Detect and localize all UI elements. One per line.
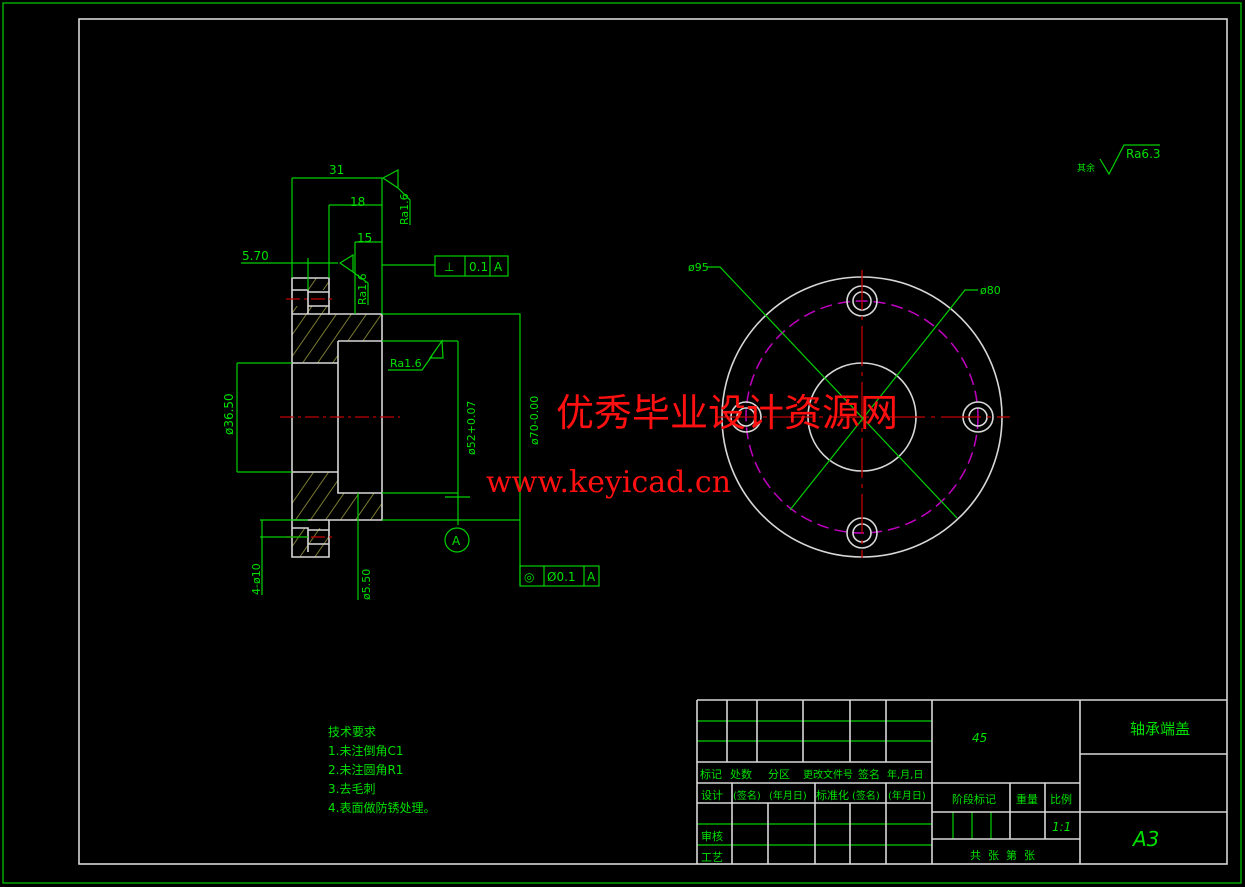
dim-80: ø80 <box>980 284 1001 297</box>
roughness-symbol <box>381 169 411 225</box>
sheet-count: 共 张 第 张 <box>970 848 1035 862</box>
end-view: ø95 ø80 <box>688 261 1010 558</box>
header-change-doc: 更改文件号 <box>803 768 853 781</box>
dim-36-50: ø36.50 <box>222 393 236 435</box>
scale-label: 比例 <box>1050 792 1072 806</box>
stage-mark-label: 阶段标记 <box>952 792 996 806</box>
dimension-lines <box>236 177 521 600</box>
standardization-date: (年月日) <box>888 789 926 802</box>
dim-31: 31 <box>329 163 344 177</box>
dim-70: ø70-0.00 <box>528 396 541 445</box>
material: 45 <box>972 731 987 745</box>
design-date: (年月日) <box>769 789 807 802</box>
dim-95: ø95 <box>688 261 709 274</box>
roughness-symbol <box>338 253 369 305</box>
review-label: 审核 <box>701 829 723 843</box>
sheet-size: A3 <box>1131 827 1159 851</box>
notes-title: 技术要求 <box>328 725 376 739</box>
datum-circle <box>444 527 470 553</box>
datum-label: A <box>452 534 461 548</box>
part-name: 轴承端盖 <box>1130 720 1190 738</box>
perp-datum: A <box>494 260 503 274</box>
header-date: 年,月,日 <box>887 768 923 781</box>
watermark: 优秀毕业设计资源网 www.keyicad.cn <box>486 391 898 500</box>
perp-symbol: ⊥ <box>444 260 454 274</box>
inner-frame <box>78 18 1228 865</box>
watermark-url: www.keyicad.cn <box>486 465 731 500</box>
technical-notes: 技术要求 1.未注倒角C1 2.未注圆角R1 3.去毛刺 4.表面做防锈处理。 <box>328 725 435 815</box>
conc-datum: A <box>587 570 596 584</box>
watermark-title: 优秀毕业设计资源网 <box>556 391 898 435</box>
conc-value: Ø0.1 <box>547 570 576 584</box>
header-count: 处数 <box>730 768 752 781</box>
dim-5-70: 5.70 <box>242 249 269 263</box>
perp-value: 0.1 <box>469 260 488 274</box>
conc-symbol: ◎ <box>524 570 534 584</box>
weight-label: 重量 <box>1016 792 1038 806</box>
title-block: 标记 处数 分区 更改文件号 签名 年,月,日 设计 (签名) (年月日) 标准… <box>696 699 1227 864</box>
header-zone: 分区 <box>768 768 790 781</box>
hatching <box>292 278 382 557</box>
dim-holes: 4-ø10 <box>250 563 263 595</box>
note-item: 2.未注圆角R1 <box>328 762 403 777</box>
roughness-symbol <box>388 339 444 371</box>
header-mark: 标记 <box>700 767 722 781</box>
header-signature: 签名 <box>858 767 880 781</box>
dim-5-50: ø5.50 <box>360 569 373 600</box>
roughness-label: Ra1.6 <box>398 193 411 225</box>
scale-value: 1:1 <box>1052 820 1071 834</box>
perpendicularity-frame: ⊥ 0.1 A <box>434 255 509 277</box>
design-label: 设计 <box>701 789 723 802</box>
standardization-label: 标准化 <box>816 788 849 802</box>
note-item: 4.表面做防锈处理。 <box>328 800 435 815</box>
process-label: 工艺 <box>701 851 723 864</box>
diameter-leaders <box>707 266 978 519</box>
note-item: 1.未注倒角C1 <box>328 743 403 758</box>
dim-15: 15 <box>357 231 372 245</box>
roughness-label: Ra1.6 <box>390 357 422 370</box>
roughness-prefix: 其余 <box>1077 162 1095 174</box>
roughness-label: Ra1.6 <box>356 273 369 305</box>
dim-52: ø52+0.07 <box>465 401 478 455</box>
roughness-value: Ra6.3 <box>1126 147 1161 161</box>
concentricity-frame: ◎ Ø0.1 A <box>519 565 600 587</box>
dim-18: 18 <box>350 195 365 209</box>
design-signature: (签名) <box>733 789 761 802</box>
general-roughness: 其余 Ra6.3 <box>1077 144 1161 176</box>
note-item: 3.去毛刺 <box>328 782 375 796</box>
standardization-signature: (签名) <box>852 789 880 802</box>
section-view: 31 18 15 5.70 ø36.50 ø52+0.07 ø70-0.00 4… <box>222 163 600 600</box>
